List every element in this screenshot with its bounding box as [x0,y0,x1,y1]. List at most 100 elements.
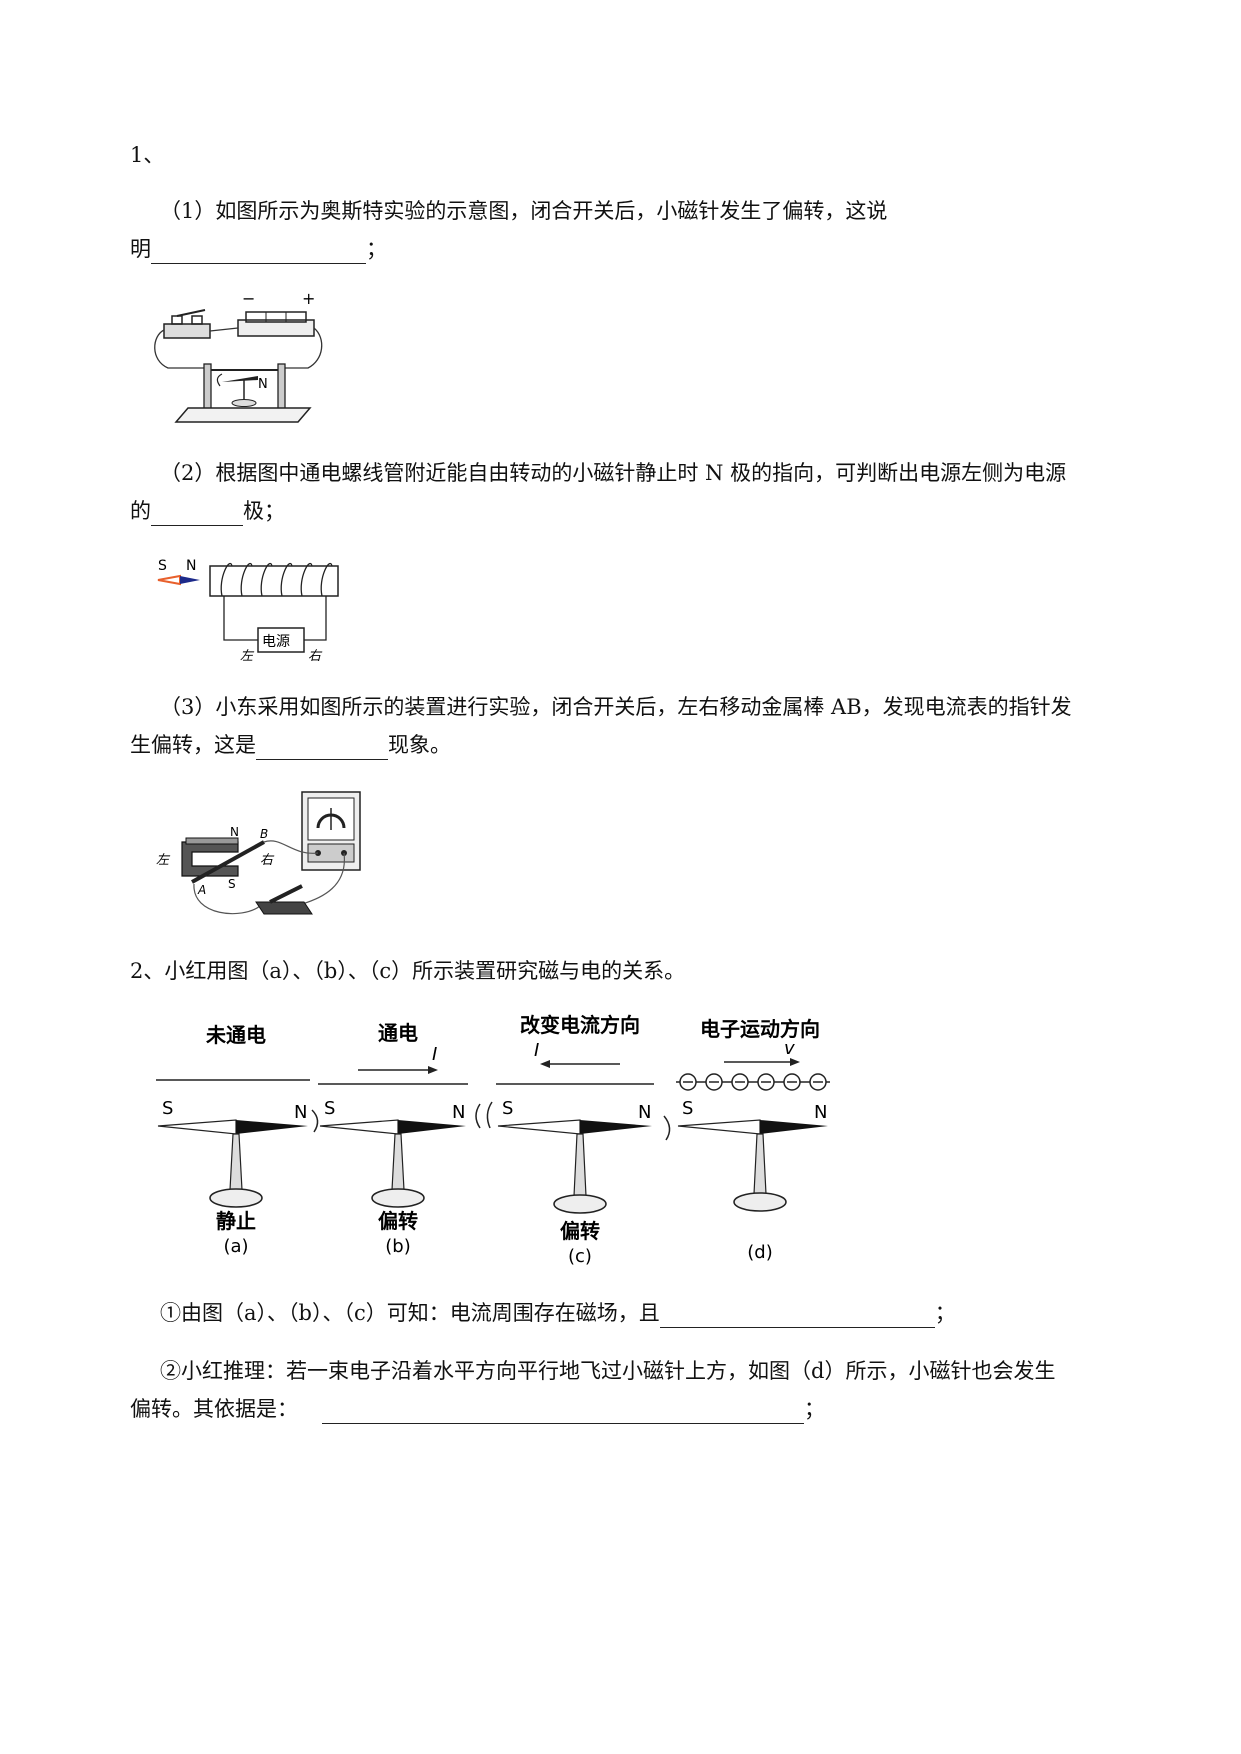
panel-3-n-label: N [814,1102,827,1123]
rotation-arrow-3 [663,1115,671,1141]
panel-2-base [553,1194,607,1214]
panel-3-arrow-head [790,1058,800,1066]
panel-0-caption: (a) [223,1236,248,1257]
induction-wire-bottom [193,883,261,915]
panel-0-stand [229,1133,243,1191]
induction-right-label: 右 [260,853,275,868]
q1-part2-blank[interactable] [151,503,243,526]
q2-sub1-blank[interactable] [659,1305,935,1328]
panel-3-caption: (d) [747,1242,772,1263]
rotation-arrow-0 [311,1109,319,1133]
q1-part1-blank[interactable] [151,241,366,264]
q2-sub1-text: ①由图（a）、（b）、（c）可知：电流周围存在磁场，且 [160,1301,660,1325]
panel-3-title: 电子运动方向 [700,1017,820,1041]
q1-part3-prefix: 生偏转，这是 [130,733,256,757]
galvanometer [301,791,361,871]
induction-switch[interactable] [255,884,313,915]
panel-1-title: 通电 [378,1021,418,1045]
q1-part2-line2: 的极； [130,496,285,526]
compass-n-pole [180,576,200,584]
oersted-post-right [277,363,286,411]
panel-0-needle-n [236,1120,308,1134]
q1-part3-line2: 生偏转，这是 现象。 [130,730,451,760]
q1-part3-suffix: 现象。 [388,733,451,757]
needle-n-label: N [258,377,268,392]
panel-1-n-label: N [452,1102,465,1123]
q1-part2-line1: （2）根据图中通电螺线管附近能自由转动的小磁针静止时 N 极的指向，可判断出电源… [160,461,1067,485]
panel-0-title: 未通电 [206,1023,266,1047]
panel-1-stand [391,1133,405,1191]
oersted-battery [237,311,315,337]
panel-2-needle-n [580,1120,652,1134]
panel-1-caption: (b) [385,1236,410,1257]
oersted-post-left [203,363,212,411]
panel-2-state: 偏转 [560,1219,600,1243]
solenoid-core [209,565,339,597]
panel-1-state: 偏转 [378,1209,418,1233]
q2-sub2-prefix: 偏转。其依据是： [130,1397,298,1421]
battery-plus-label: + [302,289,315,308]
battery-minus-label: − [242,289,255,308]
metal-rod-ab[interactable] [191,840,265,884]
circuit-wire-right [304,596,327,641]
q2-sub2-line1: ②小红推理：若一束电子沿着水平方向平行地飞过小磁针上方，如图（d）所示，小磁针也… [160,1359,1056,1383]
panel-2-stand [573,1133,587,1197]
question-1-number: 1、 [130,143,165,167]
q1-part3-line1: （3）小东采用如图所示的装置进行实验，闭合开关后，左右移动金属棒 AB，发现电流… [160,695,1072,719]
panel-3-stand [753,1133,767,1195]
q2-sub2-suffix: ； [804,1397,825,1421]
induction-wire-top [263,840,319,854]
rotation-arrow-1 [475,1103,481,1129]
source-left-label: 左 [240,649,255,664]
panel-2-title: 改变电流方向 [520,1013,640,1037]
oersted-switch [163,309,211,339]
oersted-experiment-figure: − + N [154,289,323,423]
rod-a-label: A [197,883,206,897]
panel-0-s-label: S [162,1098,173,1119]
panel-2-needle-s [497,1119,581,1135]
panel-2-s-label: S [502,1098,513,1119]
compass-s-label: S [158,558,167,574]
panel-0-n-label: N [294,1102,307,1123]
power-source-label: 电源 [262,634,290,650]
question-2-intro: 2、小红用图（a）、（b）、（c）所示装置研究磁与电的关系。 [130,959,686,983]
solenoid-figure: S N 电源 左 右 [157,558,339,664]
oersted-wire-left [154,329,206,369]
panel-1-arrow-head [428,1066,438,1074]
panel-1-s-label: S [324,1098,335,1119]
q2-sub1-suffix: ； [934,1301,956,1325]
rod-b-label: B [260,827,268,841]
q1-part2-suffix: 极； [243,499,285,523]
magnet-s-label: S [228,877,236,891]
panel-0-state: 静止 [216,1209,256,1233]
rotation-arrow-2 [486,1101,493,1129]
solenoid-coils [220,563,333,597]
panel-2-arrow-head [540,1060,550,1068]
panel-1-current-label: I [432,1044,437,1065]
q1-part3-blank[interactable] [256,737,388,760]
q1-part1-line1: （1）如图所示为奥斯特实验的示意图，闭合开关后，小磁针发生了偏转，这说 [160,199,888,223]
panel-3-base [733,1192,787,1212]
panel-3-velocity-label: v [784,1038,795,1059]
panel-2-caption: (c) [568,1246,592,1267]
panel-2-current-label: I [534,1040,539,1061]
panel-1-base [371,1188,425,1208]
q1-part1-line2: 明； [130,234,387,264]
compass-s-pole [157,574,181,586]
power-source-box [257,627,305,653]
source-right-label: 右 [308,649,323,664]
panel-3-needle-s [677,1119,761,1135]
panel-0-base [209,1188,263,1208]
oersted-compass-needle [216,373,258,407]
q2-sub2-line2: 偏转。其依据是： ； [130,1394,825,1424]
panel-0-needle-s [157,1119,237,1135]
circuit-wire-left [223,596,258,641]
panel-1-needle-n [398,1120,466,1134]
q2-sub2-blank[interactable] [322,1401,804,1424]
compass-n-label: N [186,558,196,574]
q1-part1-prefix: 明 [130,237,151,261]
oersted-base [174,407,312,423]
oersted-wire-right [284,327,323,369]
